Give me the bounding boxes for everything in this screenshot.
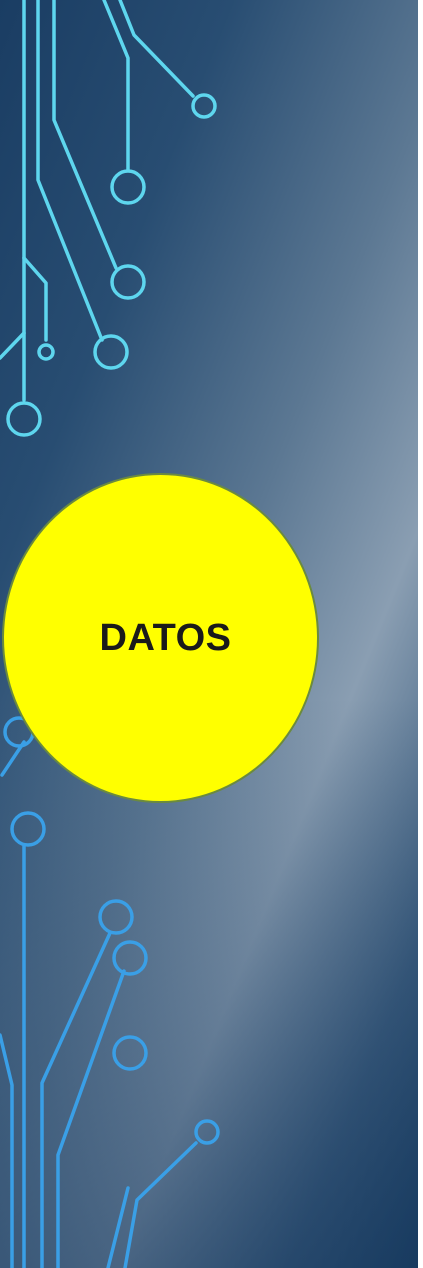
top-circuit-nodes: [6, 93, 217, 437]
datos-badge: DATOS: [2, 473, 319, 803]
badge-label: DATOS: [99, 616, 232, 659]
bottom-circuit-nodes: [3, 716, 220, 1145]
bottom-circuit-lines: [0, 740, 198, 1268]
top-circuit-lines: [0, 0, 195, 402]
right-margin: [418, 0, 423, 1268]
